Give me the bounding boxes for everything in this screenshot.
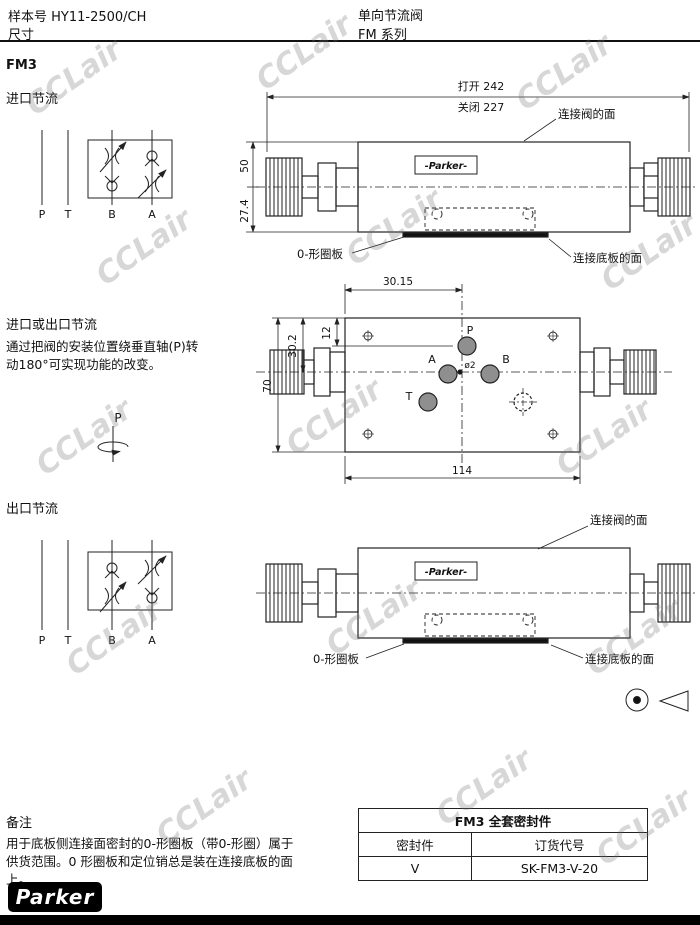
table-col-code: 订货代号 — [471, 832, 648, 857]
label-valve-face: 连接阀的面 — [590, 513, 648, 527]
dim-center-27-4: 27.4 — [239, 199, 251, 223]
label-oring-plate: 0-形圈板 — [313, 652, 359, 666]
oring-plate — [402, 638, 549, 644]
outlet-throttle-side-view: -Parker- 连接阀的面 0-形圈板 连接底板的面 — [256, 513, 696, 712]
oring-plate — [402, 232, 549, 238]
section2-desc-line1: 通过把阀的安装位置绕垂直轴(P)转 — [6, 339, 199, 354]
port-label-p-top: P — [467, 324, 474, 337]
notes-label: 备注 — [6, 816, 33, 831]
port-label-p: P — [39, 634, 46, 647]
port-label-a-top: A — [428, 353, 436, 366]
p-symbol-label: P — [114, 411, 121, 425]
dim-open-length: 打开 242 — [458, 79, 505, 93]
dims-label: 尺寸 — [8, 28, 35, 43]
inlet-throttle-side-view: -Parker- 打开 242 关闭 227 — [239, 79, 696, 265]
dim-114: 114 — [452, 465, 472, 477]
outlet-throttle-symbol: P T B A — [39, 540, 173, 647]
locating-pin-detail — [625, 688, 689, 712]
dim-30-2: 30.2 — [287, 334, 299, 357]
model-label: FM3 — [6, 58, 37, 73]
port-b-hole — [480, 364, 500, 384]
section3-label: 出口节流 — [6, 502, 59, 517]
pilot-hole — [457, 369, 463, 375]
port-a-hole — [438, 364, 458, 384]
port-p-hole — [457, 336, 477, 356]
table-cell-seal: V — [358, 856, 472, 881]
label-oring-plate: 0-形圈板 — [297, 247, 343, 261]
header-rule — [0, 40, 700, 42]
table-cell-code: SK-FM3-V-20 — [471, 856, 648, 881]
dim-12: 12 — [321, 326, 333, 339]
section2-desc-line2: 动180°可实现功能的改变。 — [6, 357, 162, 372]
bottom-bar — [0, 915, 700, 925]
body-brand-label: -Parker- — [425, 567, 468, 578]
parker-logo: Parker — [8, 882, 102, 912]
series-label: FM 系列 — [358, 28, 407, 43]
port-label-t-top: T — [405, 390, 413, 403]
body-brand-label: -Parker- — [425, 161, 468, 172]
dim-70: 70 — [262, 379, 274, 392]
p-rotation-symbol: P — [97, 411, 129, 462]
notes-line1: 用于底板侧连接面密封的0-形圈板（带0-形圈）属于 — [6, 836, 294, 851]
port-label-t: T — [64, 208, 72, 221]
dim-30-15: 30.15 — [383, 276, 413, 288]
parker-logo-text: Parker — [15, 885, 95, 909]
mounting-holes — [362, 330, 559, 440]
port-label-p: P — [39, 208, 46, 221]
port-label-a: A — [148, 208, 156, 221]
port-label-a: A — [148, 634, 156, 647]
section1-label: 进口节流 — [6, 92, 59, 107]
port-label-b: B — [108, 208, 116, 221]
port-t-hole — [418, 392, 438, 412]
table-col-seal: 密封件 — [358, 832, 472, 857]
label-valve-face: 连接阀的面 — [558, 107, 616, 121]
dim-height-50: 50 — [239, 159, 251, 172]
doc-number: 样本号 HY11-2500/CH — [8, 10, 147, 25]
port-label-b: B — [108, 634, 116, 647]
table-title: FM3 全套密封件 — [358, 808, 648, 833]
dim-dia2-label: ø2 — [464, 361, 475, 371]
top-view-drawing: P A B T ø2 30.15 1 — [97, 276, 672, 484]
notes-line2: 供货范围。0 形圈板和定位销总是装在连接底板的面 — [6, 854, 293, 869]
seal-kit-table: FM3 全套密封件 密封件 订货代号 V SK-FM3-V-20 — [358, 808, 648, 881]
port-label-t: T — [64, 634, 72, 647]
port-label-b-top: B — [502, 353, 510, 366]
inlet-throttle-symbol: P T B A — [39, 130, 173, 221]
section2-label: 进口或出口节流 — [6, 318, 98, 333]
label-subplate-face: 连接底板的面 — [573, 251, 642, 265]
page-title: 单向节流阀 — [358, 9, 424, 24]
dim-closed-length: 关闭 227 — [458, 100, 505, 114]
label-subplate-face: 连接底板的面 — [585, 652, 654, 666]
